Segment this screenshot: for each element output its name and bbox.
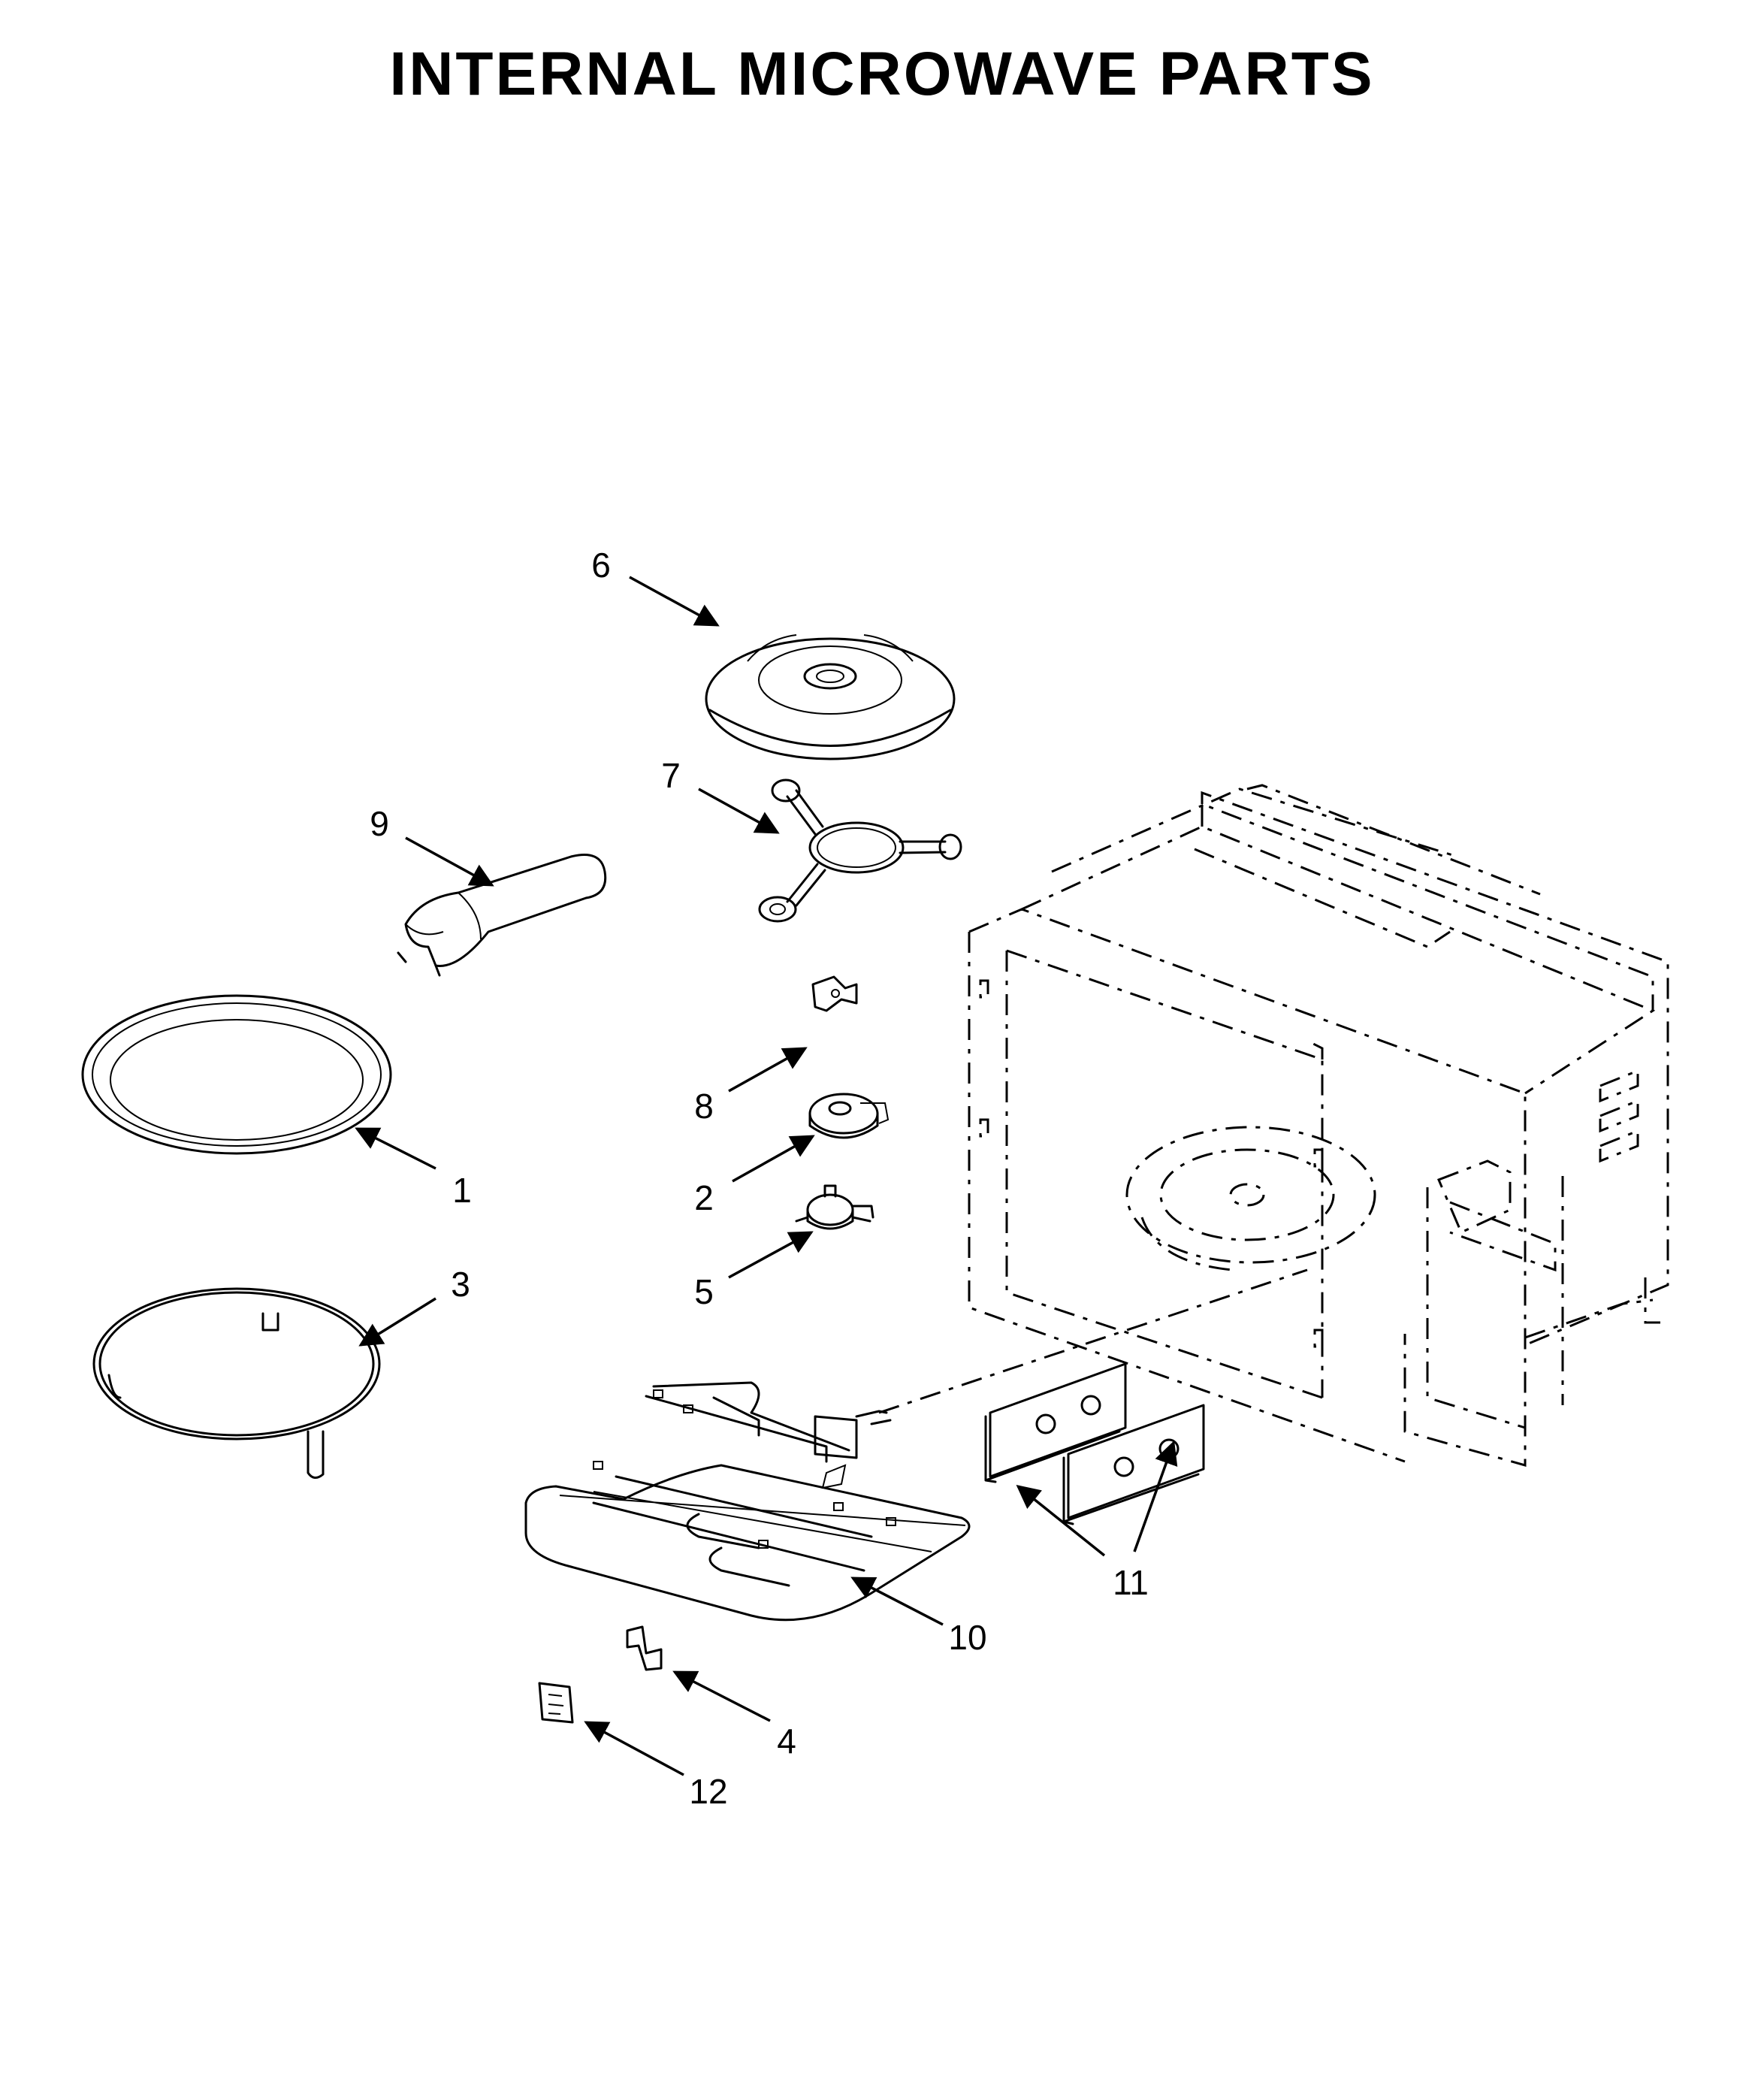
crisper-pan[interactable] [81, 994, 392, 1155]
callout-labels: 6 7 9 1 3 8 2 5 10 4 12 11 [370, 546, 1149, 1811]
callout-3: 3 [451, 1265, 470, 1304]
arrow-9 [405, 836, 494, 887]
grill-rack[interactable] [92, 1287, 381, 1479]
switch[interactable] [795, 1184, 874, 1230]
callout-7: 7 [661, 756, 681, 795]
arrow-8 [728, 1047, 808, 1093]
callout-10: 10 [948, 1618, 986, 1657]
callout-6: 6 [591, 546, 611, 585]
stirrer-cover[interactable] [397, 854, 607, 977]
label-tag[interactable] [538, 1682, 574, 1724]
stirrer-bracket[interactable] [811, 975, 858, 1012]
roller-support[interactable] [758, 778, 962, 923]
waveguide-covers[interactable] [984, 1362, 1205, 1525]
arrow-2 [732, 1135, 815, 1183]
callout-9: 9 [370, 804, 389, 843]
arrow-12 [584, 1721, 684, 1776]
arrow-7 [698, 788, 780, 834]
leader-arrows [355, 576, 1178, 1776]
arrow-5 [728, 1231, 814, 1279]
arrow-10 [850, 1577, 944, 1626]
element-clip[interactable] [626, 1625, 663, 1671]
oven-cavity [878, 784, 1669, 1467]
diagram-title: INTERNAL MICROWAVE PARTS [389, 40, 1375, 108]
arrow-3 [358, 1297, 436, 1347]
arrow-11b [1133, 1441, 1178, 1552]
arrow-6 [629, 576, 720, 627]
callout-1: 1 [452, 1171, 472, 1210]
turntable-tray[interactable] [705, 634, 956, 760]
callout-4: 4 [777, 1722, 796, 1761]
arrow-1 [355, 1127, 436, 1170]
arrow-11a [1016, 1485, 1106, 1557]
callout-11: 11 [1113, 1563, 1149, 1602]
callout-12: 12 [689, 1772, 727, 1811]
callout-5: 5 [694, 1272, 714, 1311]
turntable-motor[interactable] [808, 1093, 890, 1139]
heating-element[interactable] [524, 1381, 971, 1622]
callout-8: 8 [694, 1087, 714, 1126]
callout-2: 2 [694, 1178, 714, 1217]
arrow-4 [672, 1670, 771, 1722]
